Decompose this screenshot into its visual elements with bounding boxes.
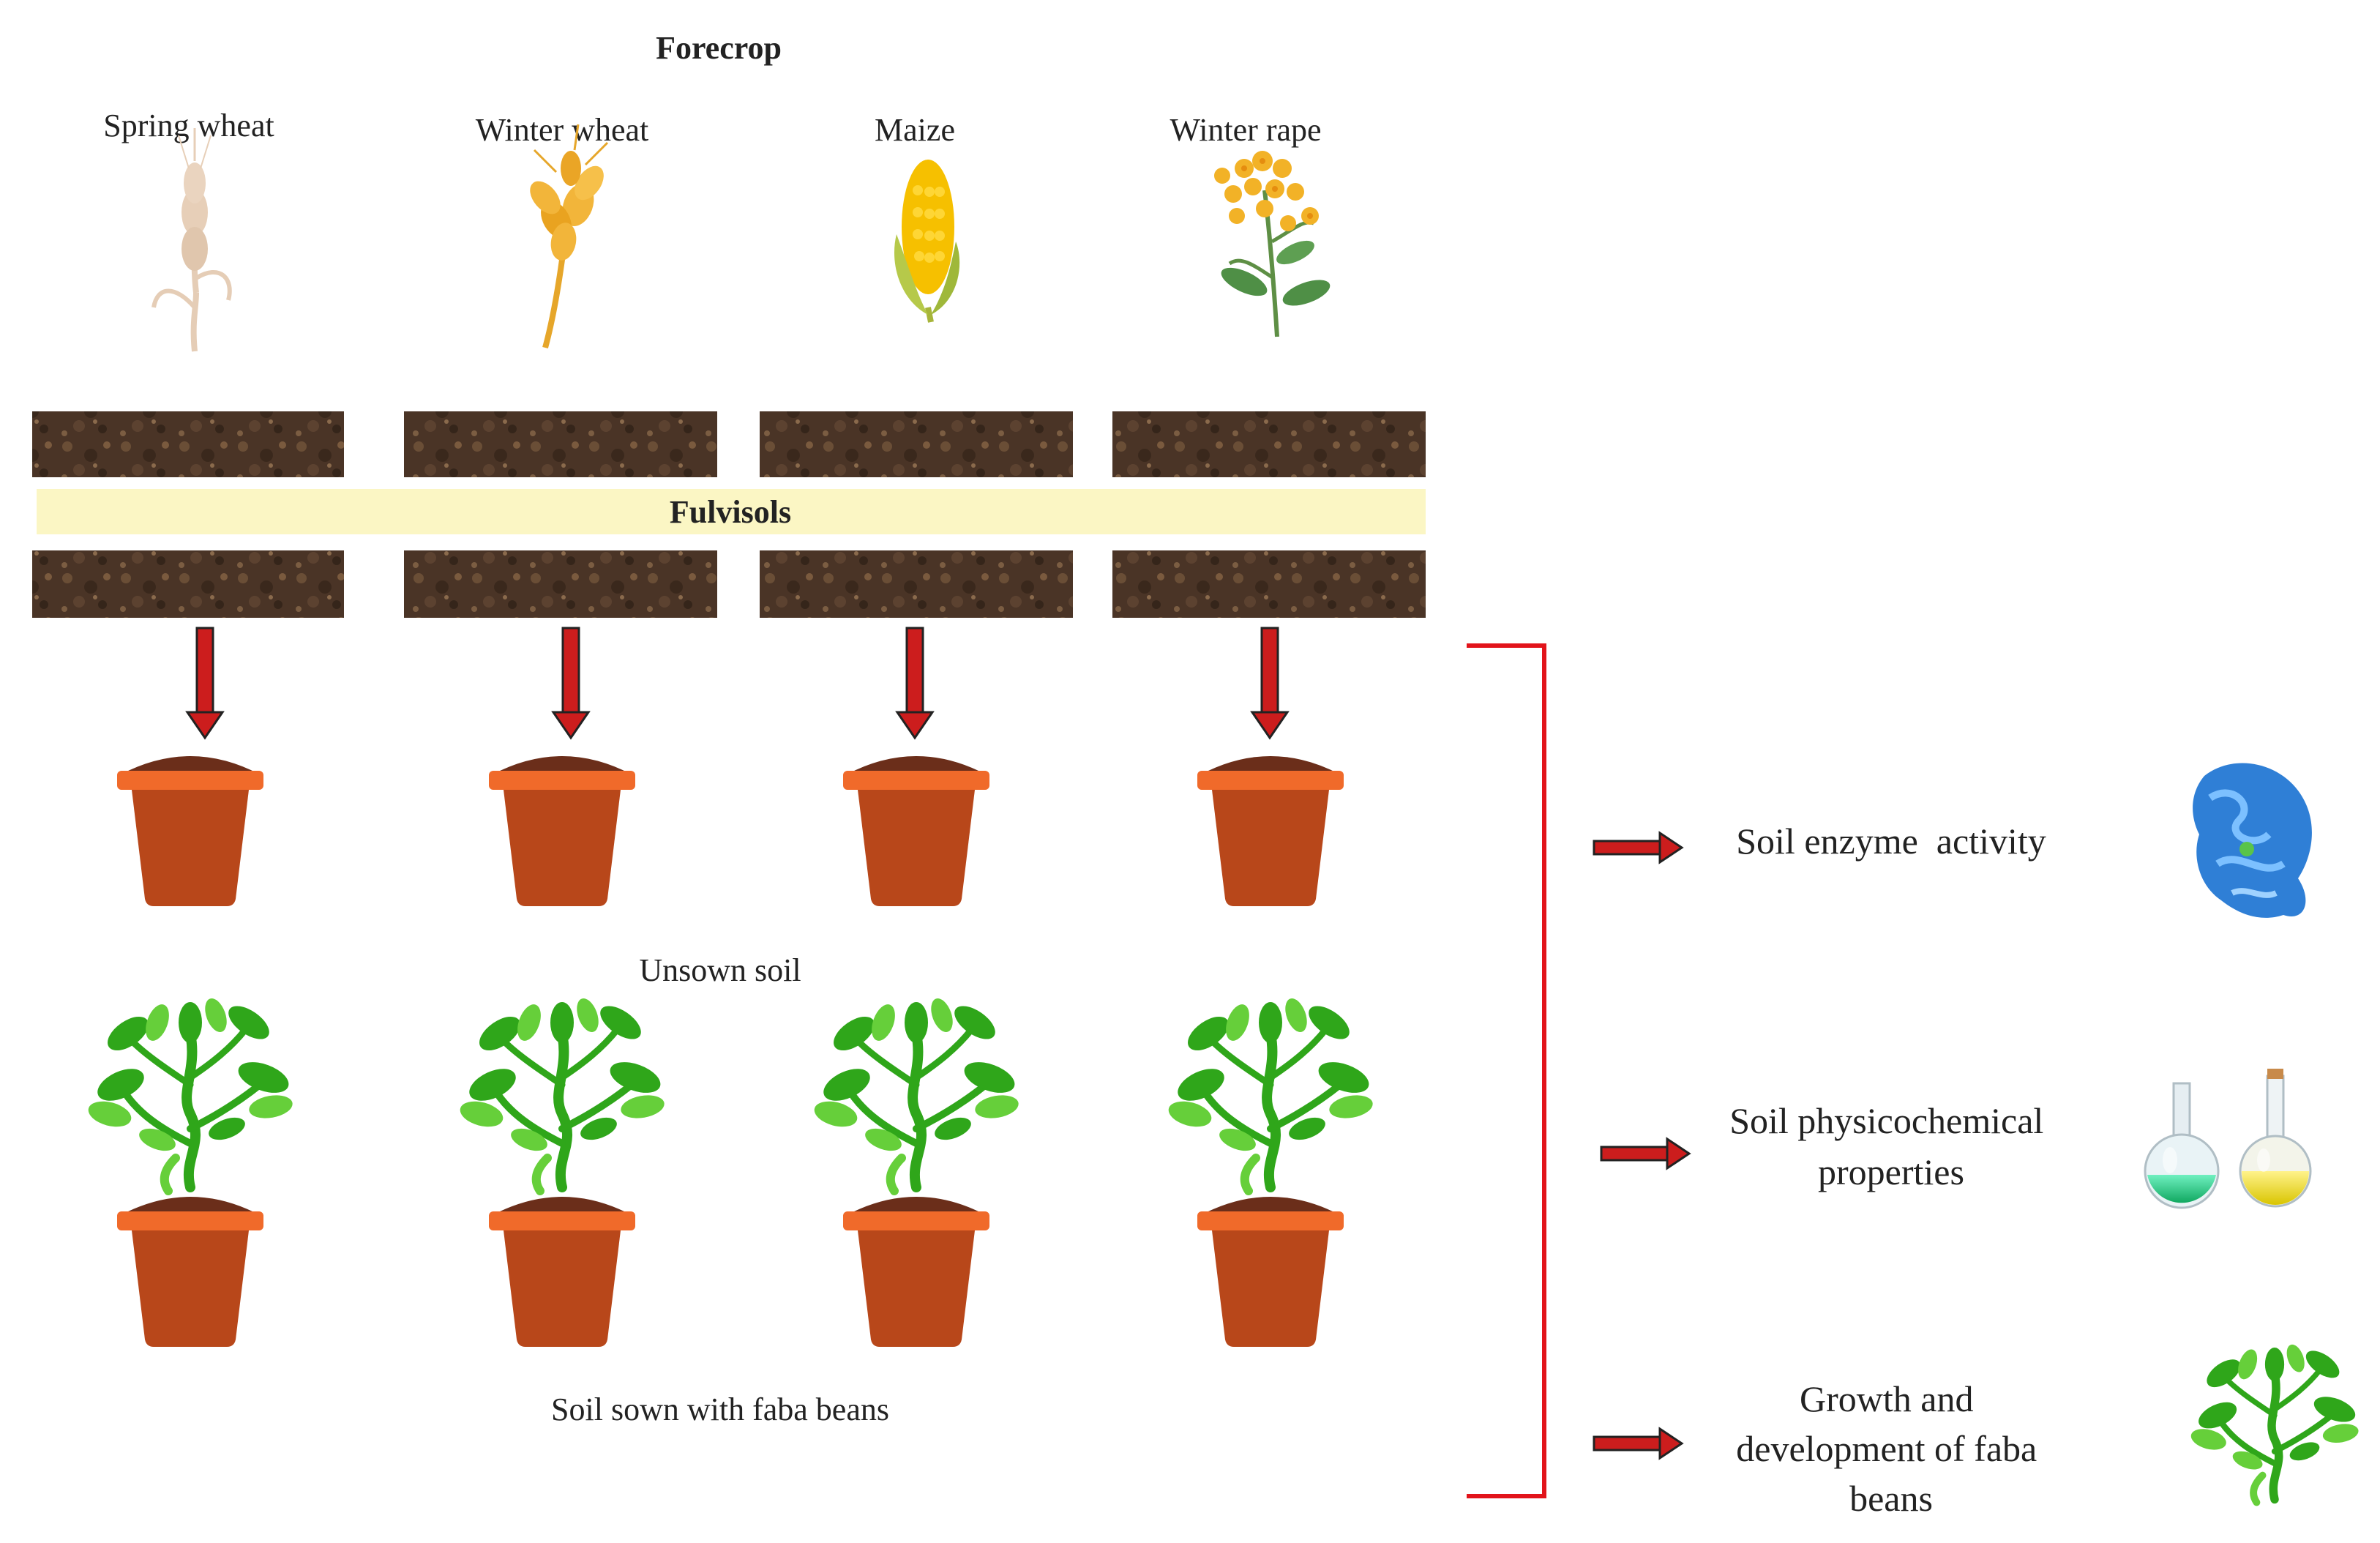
soil-block-bottom-3 <box>760 550 1073 618</box>
fulvisols-label: Fulvisols <box>670 494 791 530</box>
forecrop-title: Forecrop <box>656 30 782 66</box>
outcome-label-physicochemical-line1: Soil physicochemical <box>1729 1100 2043 1141</box>
outcome-label-growth: Growth and development of faba beans <box>1736 1378 2046 1519</box>
bean-plant-2 <box>457 995 666 1191</box>
sown-soil-label: Soil sown with faba beans <box>551 1391 889 1427</box>
sown-pot-2 <box>489 1197 635 1347</box>
sown-pot-1 <box>117 1197 263 1347</box>
crop-label-winter-wheat: Winter wheat <box>476 112 648 148</box>
outcome-label-physicochemical: Soil physicochemical properties <box>1729 1100 2053 1192</box>
unsown-pot-2 <box>489 756 635 906</box>
winter-rape-icon <box>1214 151 1331 337</box>
sown-pot-3 <box>843 1197 989 1347</box>
bean-plant-3 <box>812 995 1020 1191</box>
chemistry-flasks-icon <box>2144 1069 2312 1209</box>
outcome-label-growth-line3: beans <box>1849 1478 1933 1519</box>
outcome-arrow-3 <box>1593 1427 1683 1460</box>
enzyme-protein-icon <box>2193 763 2312 918</box>
fulvisols-band <box>37 489 1426 534</box>
down-arrow-1 <box>186 627 224 739</box>
soil-block-bottom-4 <box>1112 550 1426 618</box>
faba-bean-plant-icon <box>2189 1342 2360 1503</box>
bean-plant-4 <box>1166 995 1374 1191</box>
down-arrow-4 <box>1251 627 1289 739</box>
soil-block-top-2 <box>404 411 717 477</box>
unsown-pot-3 <box>843 756 989 906</box>
spring-wheat-icon <box>151 128 232 352</box>
outcome-arrow-1 <box>1593 832 1683 864</box>
down-arrow-2 <box>552 627 590 739</box>
grouping-bracket <box>1467 643 1546 1498</box>
down-arrow-3 <box>896 627 934 739</box>
outcome-label-enzyme: Soil enzyme activity <box>1736 821 2046 862</box>
outcome-label-enzyme-line1: Soil enzyme activity <box>1736 821 2046 862</box>
winter-wheat-icon <box>530 124 609 349</box>
unsown-soil-label: Unsown soil <box>639 952 801 988</box>
unsown-pot-4 <box>1197 756 1344 906</box>
bean-plant-1 <box>86 995 294 1191</box>
soil-block-bottom-2 <box>404 550 717 618</box>
outcome-label-physicochemical-line2: properties <box>1818 1151 1964 1192</box>
soil-block-top-4 <box>1112 411 1426 477</box>
soil-block-top-3 <box>760 411 1073 477</box>
outcome-label-growth-line2: development of faba <box>1736 1428 2037 1469</box>
crop-label-spring-wheat: Spring wheat <box>103 108 274 143</box>
sown-pot-4 <box>1197 1197 1344 1347</box>
crop-label-winter-rape: Winter rape <box>1170 112 1321 148</box>
outcome-label-growth-line1: Growth and <box>1800 1378 1973 1419</box>
outcome-arrow-2 <box>1600 1137 1691 1170</box>
crop-label-maize: Maize <box>875 112 955 148</box>
maize-icon <box>894 160 960 323</box>
unsown-pot-1 <box>117 756 263 906</box>
soil-block-bottom-1 <box>32 550 344 618</box>
soil-block-top-1 <box>32 411 344 477</box>
